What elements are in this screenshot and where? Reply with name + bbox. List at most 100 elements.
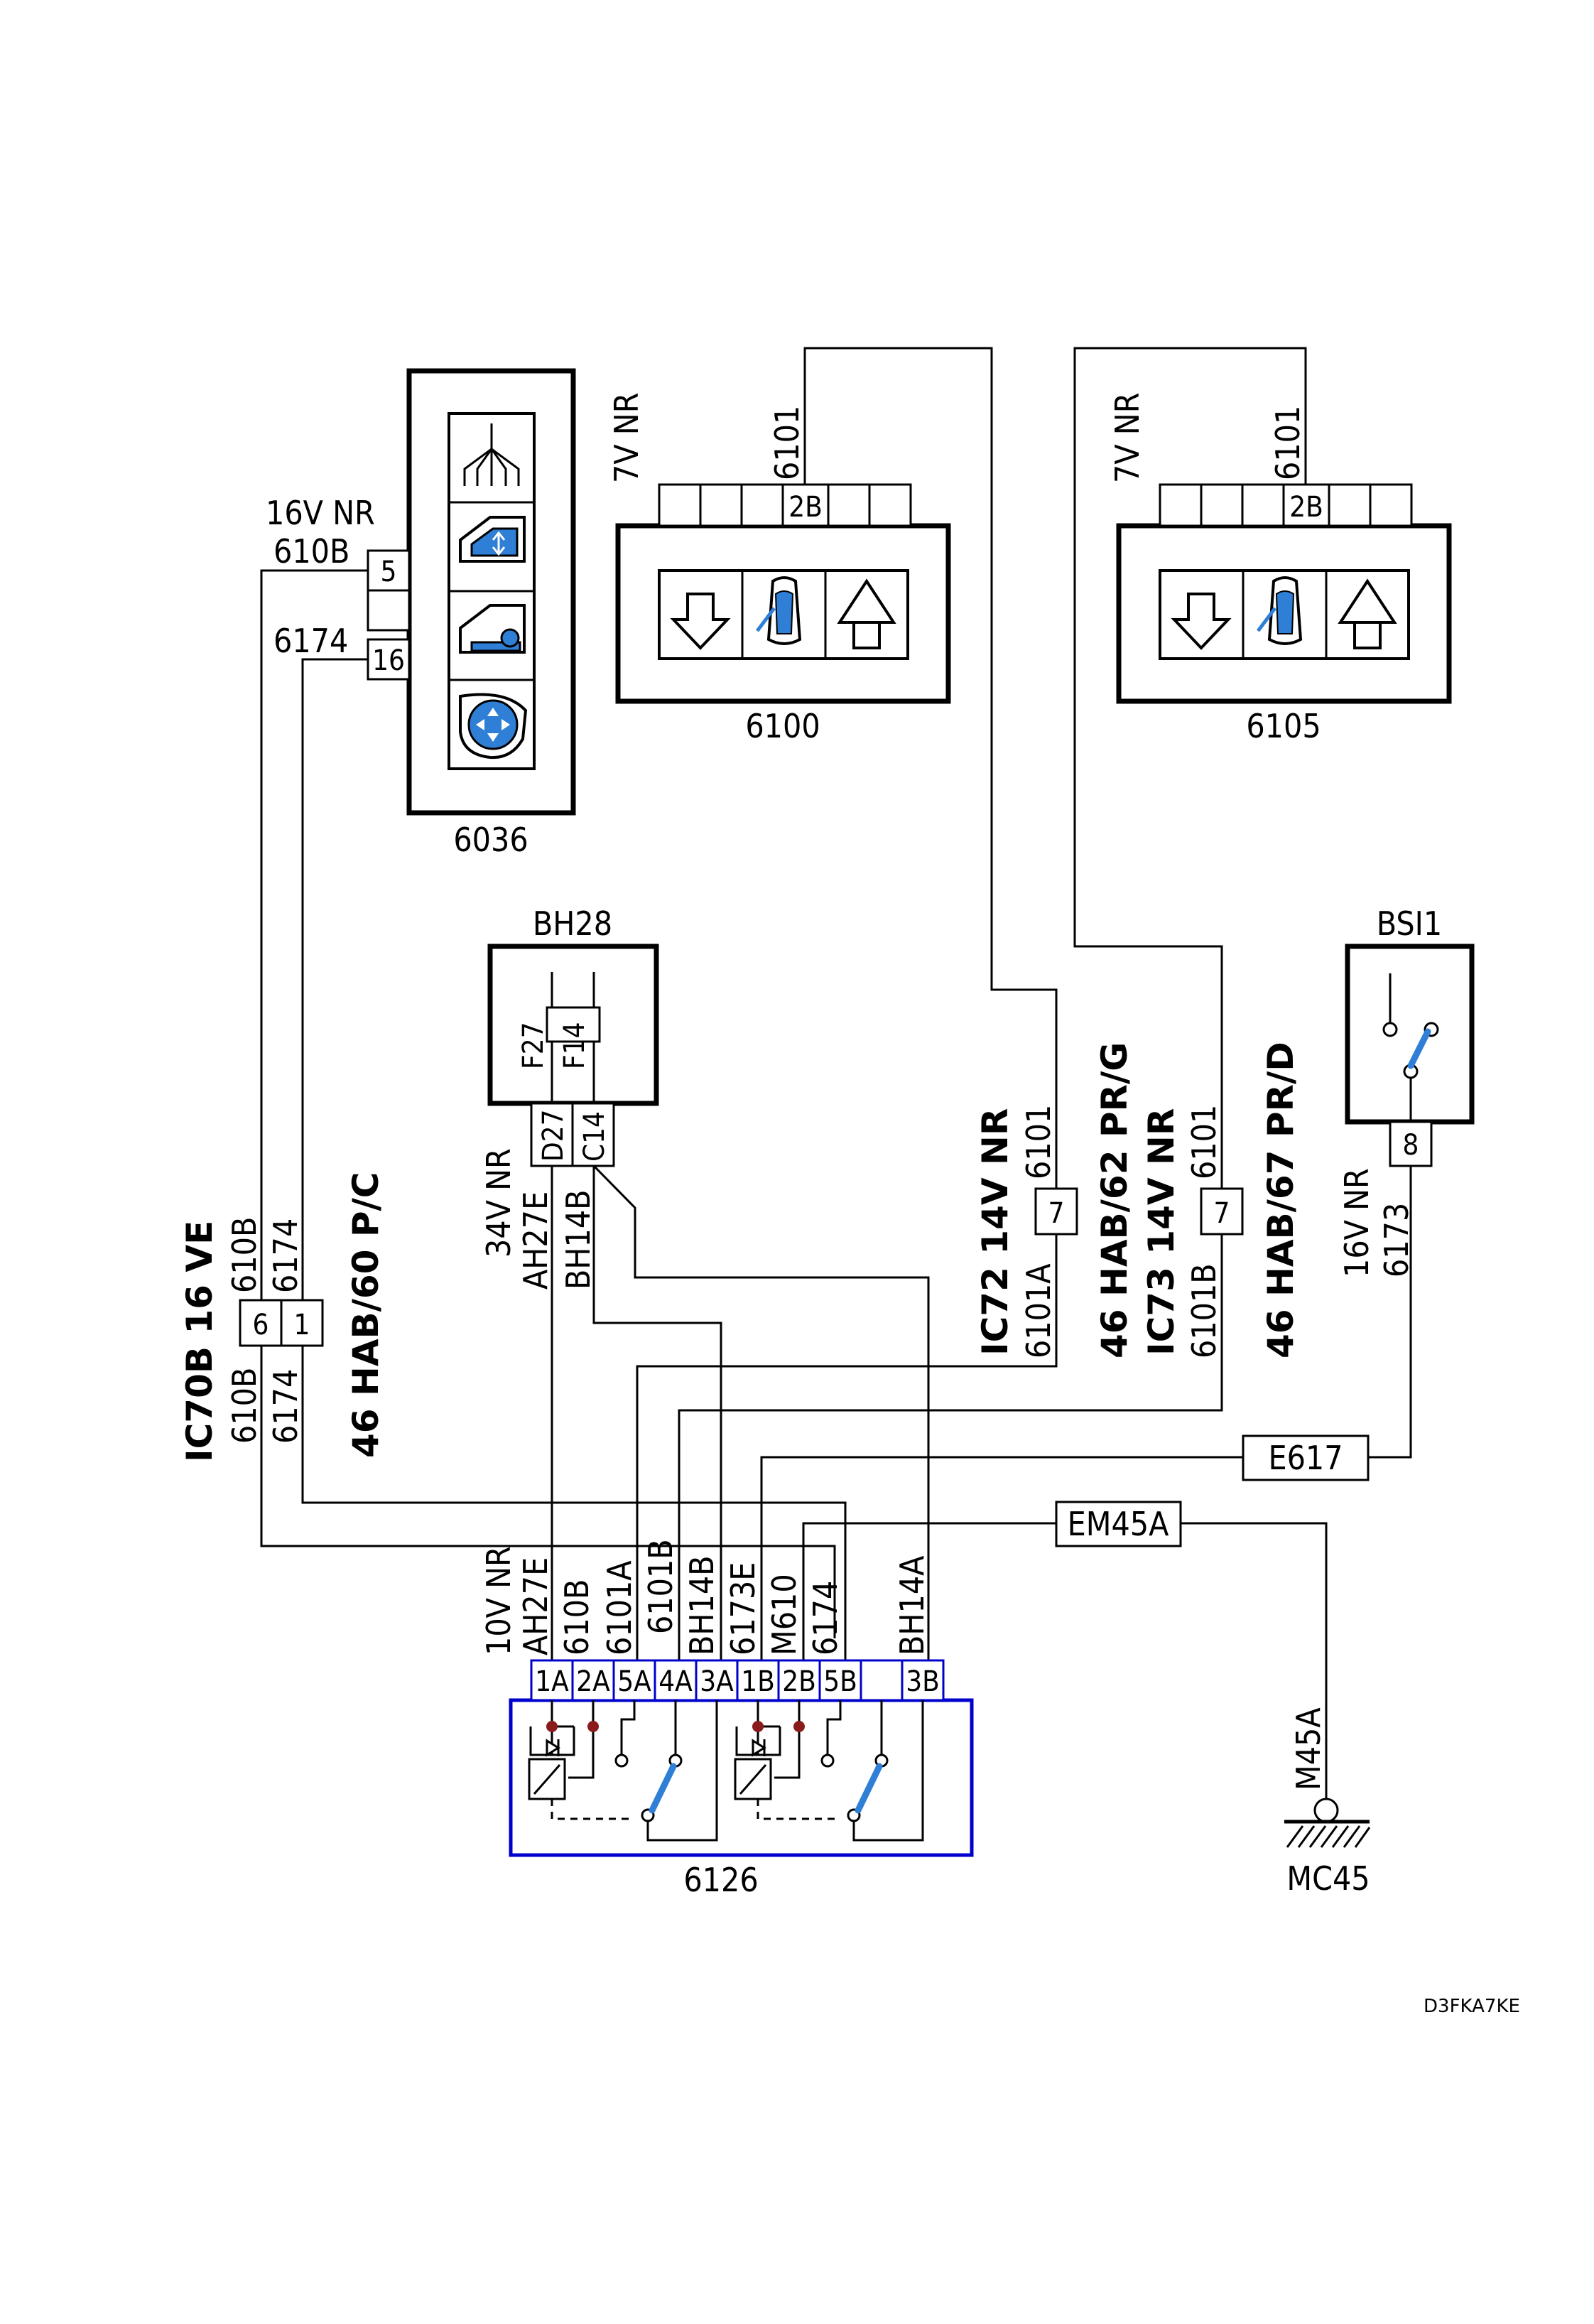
ic73-wire-top: 6101 bbox=[1185, 1105, 1223, 1179]
ic70b-note: 46 HAB/60 P/C bbox=[345, 1172, 386, 1459]
6036-pin-5 bbox=[367, 549, 411, 592]
ic73-title: IC73 14V NR bbox=[1141, 1108, 1182, 1356]
bsi1-wire-label: 16V NR bbox=[1338, 1168, 1376, 1277]
e617-label: E617 bbox=[1268, 1439, 1343, 1477]
6036-wire-label: 16V NR bbox=[266, 494, 375, 532]
connector-ic72: 7 IC72 14V NR 6101 6101A 46 HAB/62 PR/G bbox=[975, 1042, 1135, 1358]
6126-pin-3a: 3A bbox=[700, 1665, 734, 1698]
6126-wire-label: 10V NR bbox=[479, 1546, 518, 1655]
6036-pin-16-label: 16 bbox=[372, 644, 405, 677]
relay-b-contact-icon bbox=[855, 1763, 883, 1814]
ic73-pin-7 bbox=[1200, 1187, 1244, 1236]
ic73-note: 46 HAB/67 PR/D bbox=[1260, 1042, 1301, 1358]
component-6105: 2B 6105 7V NR 6101 bbox=[1108, 393, 1452, 745]
6126-wire-610b: 610B bbox=[558, 1579, 596, 1655]
6126-pin-4a: 4A bbox=[658, 1665, 693, 1698]
bh28-fuse-f14: F14 bbox=[558, 1022, 591, 1069]
ic70b-pin-1 bbox=[280, 1299, 324, 1347]
6126-wire-bh14a: BH14A bbox=[893, 1556, 931, 1655]
6100-connector: 2B bbox=[658, 483, 912, 527]
6126-pin-2b: 2B bbox=[782, 1665, 816, 1698]
wire-6101b bbox=[678, 1234, 1223, 1687]
6126-pin-5b: 5B bbox=[823, 1665, 857, 1698]
document-reference: D3FKA7KE bbox=[1424, 1996, 1520, 2017]
bsi1-code: BSI1 bbox=[1377, 904, 1442, 943]
6126-pin-2a: 2A bbox=[576, 1665, 610, 1698]
6100-pin-2b: 2B bbox=[788, 491, 823, 524]
wire-610b bbox=[260, 569, 836, 1638]
ic70b-pin-6-label: 6 bbox=[253, 1309, 269, 1341]
6100-car-icon bbox=[756, 576, 802, 645]
6126-wire-6173e: 6173E bbox=[724, 1562, 762, 1655]
bsi1-wire: 6173 bbox=[1377, 1203, 1416, 1277]
relay-a bbox=[528, 1700, 718, 1842]
mc45-code: MC45 bbox=[1286, 1859, 1370, 1898]
ic72-pin-7 bbox=[1034, 1187, 1078, 1236]
6126-wire-bh14b: BH14B bbox=[683, 1555, 721, 1655]
bh28-pin-d27-label: D27 bbox=[537, 1110, 570, 1162]
ground-icon bbox=[1313, 1798, 1339, 1823]
6105-up-arrow-icon bbox=[1338, 578, 1397, 649]
6126-pin-5a: 5A bbox=[617, 1665, 651, 1698]
ic73-wire-bottom: 6101B bbox=[1185, 1263, 1223, 1358]
6126-pin-1b: 1B bbox=[741, 1665, 775, 1698]
door-lock-icon bbox=[459, 604, 526, 654]
wire-bh14b bbox=[592, 1166, 722, 1687]
6126-wire-6174: 6174 bbox=[806, 1581, 845, 1655]
ic70b-pin-1-label: 1 bbox=[294, 1309, 310, 1341]
6105-code: 6105 bbox=[1246, 707, 1321, 745]
6105-connector: 2B bbox=[1159, 483, 1413, 527]
ic72-title: IC72 14V NR bbox=[975, 1108, 1016, 1356]
connector-ic73: 7 IC73 14V NR 6101 6101B 46 HAB/67 PR/D bbox=[1141, 1042, 1301, 1358]
6105-wire-label: 7V NR bbox=[1108, 393, 1146, 483]
ic70b-title: IC70B 16 VE bbox=[179, 1221, 220, 1462]
splice-e617: E617 bbox=[1242, 1434, 1370, 1481]
ic72-note: 46 HAB/62 PR/G bbox=[1094, 1042, 1135, 1358]
component-6036: 5 16 16V NR 610B 6174 6036 bbox=[266, 368, 576, 859]
ic70b-wire-610b-bottom: 610B bbox=[225, 1368, 264, 1444]
6100-wire-label: 7V NR bbox=[607, 393, 646, 483]
component-bsi1: 8 BSI1 16V NR 6173 bbox=[1338, 904, 1475, 1277]
ic70b-wire-6174-top: 6174 bbox=[266, 1218, 305, 1293]
ic70b-wire-610b-top: 610B bbox=[225, 1217, 264, 1293]
component-6100: 2B 6100 7V NR 6101 bbox=[607, 393, 951, 745]
relay-a-contact-icon bbox=[649, 1763, 677, 1814]
6036-pin16-wire: 6174 bbox=[273, 622, 348, 660]
6036-pin-5-label: 5 bbox=[381, 556, 397, 588]
bsi1-pin-8-label: 8 bbox=[1403, 1129, 1419, 1162]
window-lift-icon bbox=[459, 516, 526, 563]
wire-6174 bbox=[301, 658, 847, 1687]
bsi1-switch-icon bbox=[1407, 1028, 1431, 1069]
6126-wire-ah27e: AH27E bbox=[516, 1557, 555, 1655]
ic72-pin-7-label: 7 bbox=[1048, 1197, 1065, 1230]
6036-code: 6036 bbox=[453, 821, 528, 859]
6126-connector: 1A 2A 5A 4A 3A 1B 2B 5B 3B bbox=[530, 1659, 945, 1702]
connector-ic70b: 6 1 IC70B 16 VE 610B 6174 610B 6174 46 H… bbox=[179, 1172, 386, 1463]
ic72-wire-bottom: 6101A bbox=[1019, 1263, 1058, 1358]
6036-pin-16 bbox=[367, 638, 411, 681]
wire-harness-icon bbox=[463, 423, 520, 486]
6100-up-arrow-icon bbox=[837, 578, 896, 649]
component-bh28: F27 F14 D27 C14 BH28 34V NR AH27E BH14B bbox=[479, 904, 659, 1290]
em45a-label: EM45A bbox=[1068, 1505, 1169, 1543]
bh28-pin-c14-label: C14 bbox=[578, 1111, 611, 1162]
bh28-code: BH28 bbox=[533, 904, 612, 943]
bh28-wire-ah27e: AH27E bbox=[516, 1191, 555, 1290]
splice-em45a: EM45A bbox=[1055, 1501, 1182, 1547]
6105-pin-2b: 2B bbox=[1289, 491, 1323, 524]
bh28-wire-bh14b: BH14B bbox=[559, 1189, 597, 1290]
wire-m610 bbox=[802, 1522, 1056, 1687]
bh28-pin-c14 bbox=[571, 1102, 615, 1167]
6126-code: 6126 bbox=[683, 1861, 758, 1899]
6126-wire-6101b: 6101B bbox=[641, 1539, 680, 1634]
wire-6173 bbox=[1368, 1166, 1412, 1459]
component-6126: 1A 2A 5A 4A 3A 1B 2B 5B 3B bbox=[479, 1539, 974, 1899]
bh28-pin-d27 bbox=[530, 1102, 574, 1167]
mc45-wire: M45A bbox=[1289, 1707, 1328, 1790]
ic70b-pin-6 bbox=[239, 1299, 283, 1347]
wire-6173e bbox=[760, 1456, 1243, 1687]
wires bbox=[260, 347, 1412, 1799]
ic73-pin-7-label: 7 bbox=[1214, 1197, 1230, 1230]
ground-mc45: M45A MC45 bbox=[1284, 1707, 1371, 1898]
